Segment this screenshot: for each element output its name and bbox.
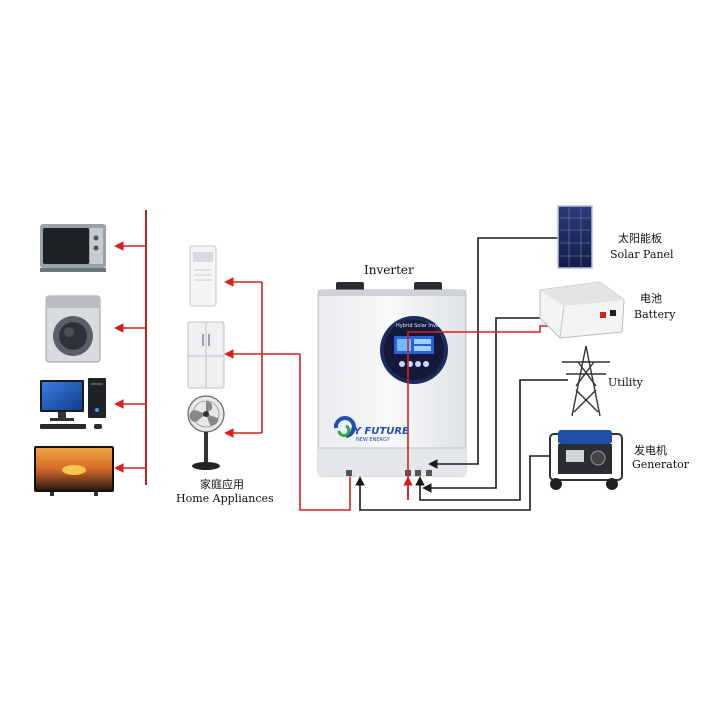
battery-label-en: Battery bbox=[634, 308, 676, 321]
appliance-feed-lines bbox=[224, 277, 351, 511]
inverter-unit bbox=[317, 282, 467, 477]
inverter-screen-title: Hybrid Solar Inverter bbox=[396, 323, 449, 329]
fan-icon bbox=[187, 395, 225, 470]
solar-label-cn: 太阳能板 bbox=[618, 232, 662, 245]
inverter-brand-sub: NEW ENERGY bbox=[356, 437, 390, 443]
computer-icon bbox=[40, 378, 106, 429]
utility-label: Utility bbox=[608, 376, 643, 389]
appliances-label-cn: 家庭应用 bbox=[200, 478, 244, 491]
solar-panel-icon bbox=[557, 205, 593, 269]
inverter-label: Inverter bbox=[364, 263, 414, 277]
solar-label-en: Solar Panel bbox=[610, 248, 674, 261]
left-load-bus bbox=[114, 210, 147, 485]
generator-icon bbox=[549, 430, 623, 490]
air-conditioner-icon bbox=[189, 245, 217, 307]
battery-icon bbox=[539, 281, 625, 339]
brand-logo bbox=[333, 416, 356, 438]
microwave-icon bbox=[40, 224, 106, 272]
refrigerator-icon bbox=[187, 321, 225, 389]
utility-tower-icon bbox=[562, 345, 610, 417]
washing-machine-icon bbox=[45, 295, 101, 363]
appliances-label-en: Home Appliances bbox=[176, 492, 274, 505]
inverter-brand: JY FUTURE bbox=[350, 426, 409, 437]
generator-label-en: Generator bbox=[632, 458, 690, 471]
generator-label-cn: 发电机 bbox=[634, 444, 667, 457]
battery-label-cn: 电池 bbox=[640, 292, 662, 305]
television-icon bbox=[34, 446, 114, 496]
